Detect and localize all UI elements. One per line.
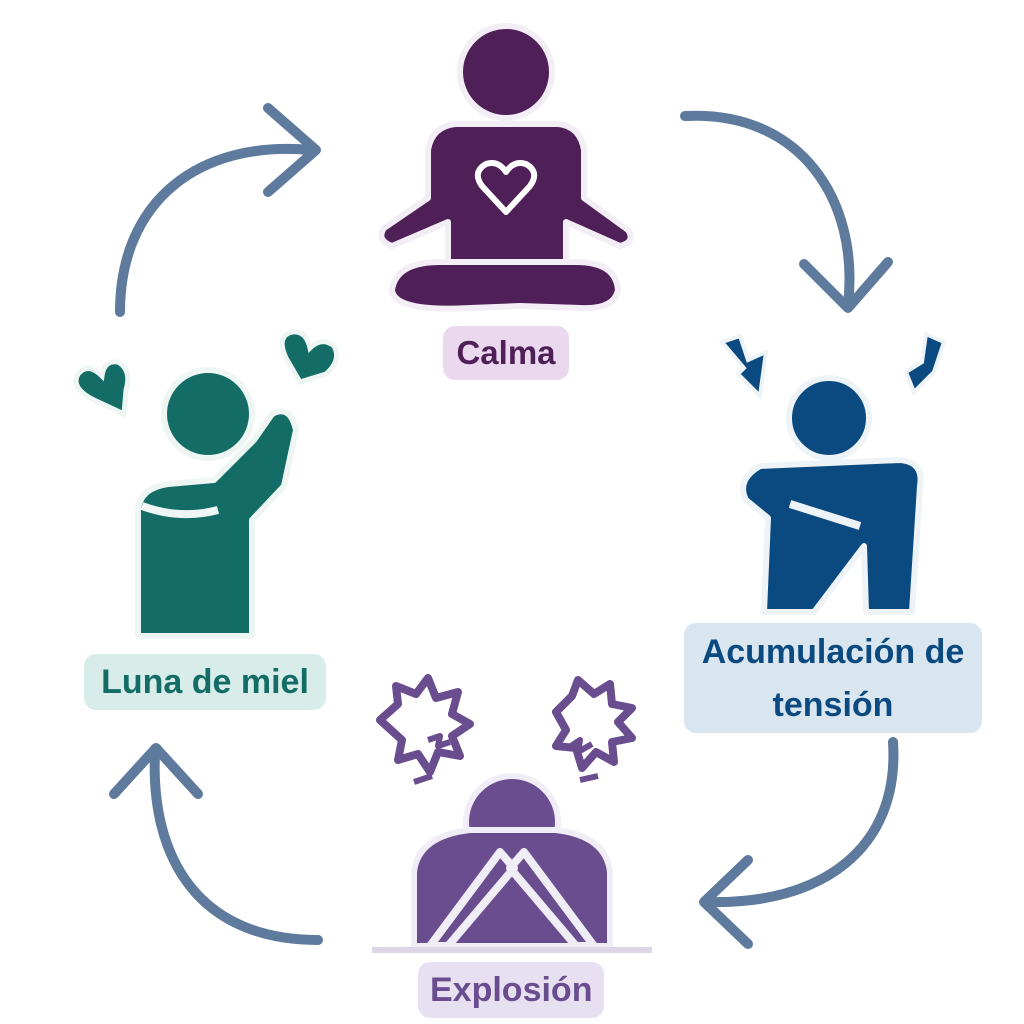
arrow-calma-to-acumulacion (680, 110, 893, 313)
heart-icon (73, 329, 340, 418)
anger-burst-icon (376, 674, 636, 785)
happy-person-icon (135, 367, 299, 639)
stage-label-luna: Luna de miel (84, 654, 326, 710)
person-covering-face-icon (372, 773, 652, 953)
lightning-bolt-icon (718, 331, 947, 401)
stage-label-calma: Calma (443, 326, 569, 380)
arrow-explosion-to-luna (109, 743, 323, 945)
arrow-luna-to-calma (115, 103, 321, 317)
meditating-person-icon (378, 23, 634, 312)
stage-label-acumulacion-line2: tensión (772, 686, 894, 724)
tense-person-icon (740, 375, 924, 615)
stage-label-explosion: Explosión (418, 962, 604, 1018)
arrow-acumulacion-to-explosion (699, 737, 899, 949)
stage-label-acumulacion: Acumulación de tensión (684, 623, 982, 733)
stage-label-acumulacion-line1: Acumulación de (701, 633, 965, 671)
cycle-arrows (109, 103, 899, 949)
